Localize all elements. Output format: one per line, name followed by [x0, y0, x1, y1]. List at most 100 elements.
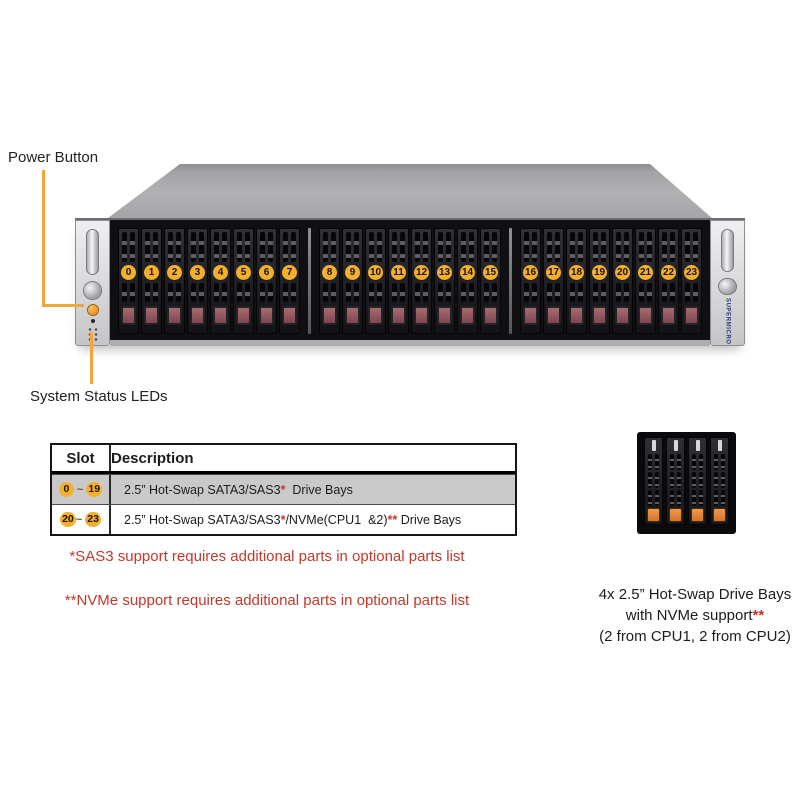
drive-bay-release-button: [647, 508, 660, 522]
drive-bay-latch: [546, 306, 561, 325]
bay-group-3: 16 17 18 19 20 21 22 23: [520, 228, 702, 340]
drive-bay-latch: [322, 306, 337, 325]
bay-group-divider: [509, 228, 512, 334]
drive-bay-latch: [638, 306, 653, 325]
caption-text: with NVMe support: [625, 607, 753, 624]
reset-button: [90, 319, 95, 323]
drive-bay: 3: [187, 228, 208, 334]
left-rack-ear: [75, 220, 110, 346]
drive-bay: 6: [256, 228, 277, 334]
drive-bay: 0: [118, 228, 139, 334]
vent-grille: [483, 232, 498, 262]
status-leds-callout-line: [90, 332, 93, 384]
nvme-drive-bay: [710, 437, 729, 525]
drive-bay-number: 15: [483, 265, 498, 280]
vent-grille: [713, 454, 726, 470]
vent-grille: [437, 283, 452, 302]
drive-bay-number: 7: [282, 265, 297, 280]
vent-grille: [638, 232, 653, 262]
bay-label-sticker: [651, 440, 656, 451]
vent-grille: [144, 232, 159, 262]
drive-bay-latch: [345, 306, 360, 325]
drive-bay: 21: [635, 228, 656, 334]
vent-grille: [460, 232, 475, 262]
vent-grille: [483, 283, 498, 302]
drive-bay-latch: [684, 306, 699, 325]
drive-bay-latch: [167, 306, 182, 325]
drive-bay-number: 6: [259, 265, 274, 280]
caption-text: (2 from CPU1, 2 from CPU2): [599, 628, 791, 645]
drive-bay: 16: [520, 228, 541, 334]
drive-bay: 14: [457, 228, 478, 334]
drive-bay: 5: [233, 228, 254, 334]
description-text: Drive Bays: [397, 512, 462, 527]
caption-line: with NVMe support**: [585, 605, 800, 626]
drive-bay-latch: [414, 306, 429, 325]
vent-grille: [669, 472, 682, 488]
vent-grille: [213, 283, 228, 302]
nvme-drive-bay: [644, 437, 663, 525]
thumbscrew-icon: [84, 282, 101, 299]
drive-bay-latch: [236, 306, 251, 325]
drive-bay: 15: [480, 228, 501, 334]
system-status-leds-label: System Status LEDs: [30, 388, 168, 405]
drive-bay: 11: [388, 228, 409, 334]
drive-bay: 9: [342, 228, 363, 334]
drive-bay-number: 5: [236, 265, 251, 280]
vent-grille: [345, 232, 360, 262]
vent-grille: [691, 472, 704, 488]
slot-number-chip: 0: [58, 482, 74, 497]
drive-bay-number: 21: [638, 265, 653, 280]
vent-grille: [615, 232, 630, 262]
vent-grille: [213, 232, 228, 262]
drive-bay-latch: [391, 306, 406, 325]
drive-bay: 12: [411, 228, 432, 334]
vent-grille: [615, 283, 630, 302]
slot-range-cell: 20~ 23: [52, 505, 111, 534]
vent-grille: [713, 472, 726, 488]
bay-label-sticker: [695, 440, 700, 451]
vent-grille: [345, 283, 360, 302]
vent-grille: [190, 283, 205, 302]
vent-grille: [661, 232, 676, 262]
drive-bay-number: 2: [167, 265, 182, 280]
range-tilde: ~: [75, 513, 86, 526]
supermicro-logo: SUPERMICRO: [724, 298, 731, 345]
footnote-asterisk: *: [280, 512, 286, 527]
drive-bay-number: 1: [144, 265, 159, 280]
vent-grille: [322, 232, 337, 262]
vent-grille: [167, 232, 182, 262]
description-text: 2.5” Hot-Swap SATA3/SAS3: [124, 512, 281, 527]
drive-bay-number: 10: [368, 265, 383, 280]
drive-bay-number: 3: [190, 265, 205, 280]
description-text: /NVMe(CPU1 &2): [285, 512, 388, 527]
drive-bay-release-button: [713, 508, 726, 522]
footnote-asterisk: **: [752, 607, 765, 624]
drive-bay: 18: [566, 228, 587, 334]
server-front-photo: 0 1 2 3 4 5 6 7 8 9 10 11 12 13 1: [75, 160, 745, 352]
vent-grille: [282, 232, 297, 262]
nvme-footnote: **NVMe support requires additional parts…: [64, 592, 470, 609]
drive-bay-number: 4: [213, 265, 228, 280]
vent-grille: [647, 454, 660, 470]
drive-bay: 17: [543, 228, 564, 334]
vent-grille: [368, 283, 383, 302]
drive-bay-number: 12: [414, 265, 429, 280]
description-text: 2.5” Hot-Swap SATA3/SAS3: [124, 482, 281, 497]
slot-column-header: Slot: [52, 445, 111, 471]
bay-group-2: 8 9 10 11 12 13 14 15: [319, 228, 501, 340]
slot-table: Slot Description 0 ~ 19 2.5” Hot-Swap SA…: [50, 443, 517, 536]
vent-grille: [414, 232, 429, 262]
drive-bay-release-button: [669, 508, 682, 522]
vent-grille: [691, 454, 704, 470]
vent-grille: [592, 232, 607, 262]
bay-group-divider: [308, 228, 311, 334]
drive-bay-latch: [592, 306, 607, 325]
vent-grille: [391, 283, 406, 302]
vent-grille: [259, 232, 274, 262]
drive-bay-number: 22: [661, 265, 676, 280]
drive-bay-latch: [213, 306, 228, 325]
vent-grille: [546, 283, 561, 302]
drive-bay-number: 13: [437, 265, 452, 280]
